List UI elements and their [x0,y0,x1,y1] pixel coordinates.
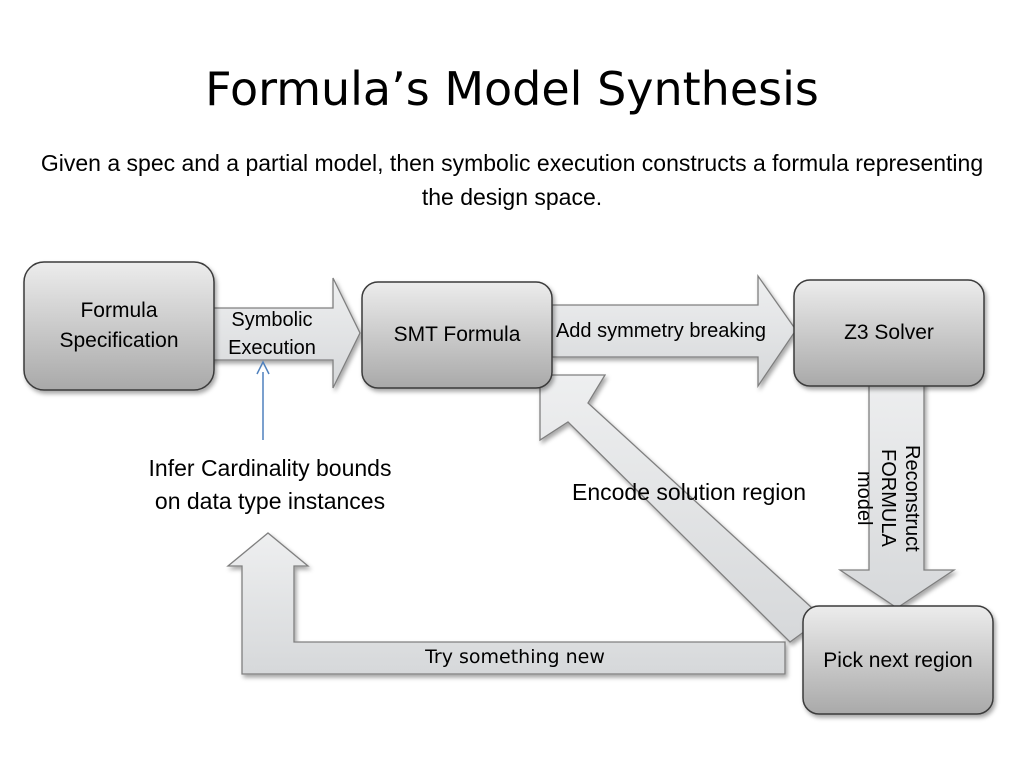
try-something-new-label: Try something new [425,646,605,668]
try-something-new-arrow [226,532,786,675]
symbolic-execution-label: Symbolic Execution [228,309,316,359]
encode-solution-arrow [539,374,825,643]
smt-formula-label: SMT Formula [393,323,521,346]
z3-solver-box [793,279,985,387]
slide-subtitle: Given a spec and a partial model, then s… [40,150,984,210]
symmetry-breaking-arrow [551,273,797,389]
slide-title: Formula’s Model Synthesis [205,62,819,116]
formula-spec-label: Formula Specification [59,299,179,352]
formula-spec-box [23,261,215,391]
pick-next-region-box [802,605,994,715]
encode-solution-label: Encode solution region [572,479,806,505]
smt-formula-box [361,281,553,389]
reconstruct-label: Reconstruct FORMULA model [853,444,923,552]
infer-cardinality-label: Infer Cardinality bounds on data type in… [148,455,392,514]
pick-next-region-label: Pick next region [823,649,973,672]
symmetry-breaking-label: Add symmetry breaking [555,320,767,342]
reconstruct-arrow [837,373,957,609]
connector-arrowhead [256,360,270,375]
z3-solver-label: Z3 Solver [844,321,934,344]
